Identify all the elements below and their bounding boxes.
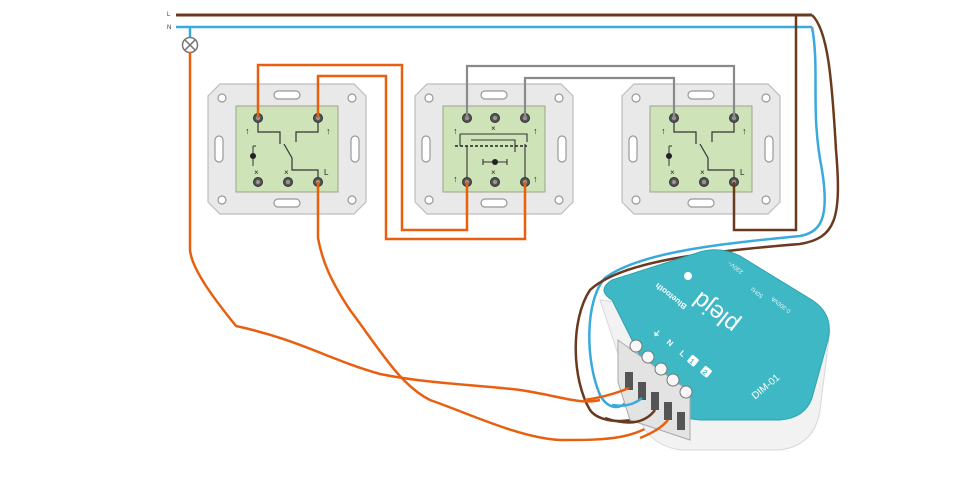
terminal-mark: × bbox=[670, 168, 675, 177]
live-to-right-switch bbox=[732, 15, 798, 232]
lamp-cross-b bbox=[184, 39, 196, 51]
traveler-wire bbox=[465, 64, 736, 118]
terminal-mark: × bbox=[254, 168, 259, 177]
wire-end-switch bbox=[639, 419, 669, 440]
terminal-slot bbox=[625, 372, 633, 390]
terminal-label-1: 1 bbox=[688, 358, 696, 366]
traveler-wire bbox=[523, 76, 676, 118]
terminal-screw bbox=[666, 373, 680, 387]
terminal-screw bbox=[669, 177, 679, 187]
terminal-screw bbox=[283, 177, 293, 187]
terminal-screw bbox=[699, 177, 709, 187]
terminal-badge-1 bbox=[687, 354, 699, 367]
lamp-to-module bbox=[188, 52, 601, 403]
two-way-switch-right: ↑ ↑ × × L bbox=[621, 83, 781, 215]
bus: L N bbox=[167, 12, 812, 31]
terminal-mark: ↑ bbox=[326, 126, 331, 136]
terminal-screw bbox=[679, 385, 693, 399]
bluetooth-icon bbox=[684, 272, 692, 280]
terminal-screw bbox=[641, 350, 655, 364]
terminal-screw bbox=[654, 362, 668, 376]
terminal-slot bbox=[664, 402, 672, 420]
terminal-mark: ↑ bbox=[453, 126, 458, 136]
indicator-lead bbox=[252, 145, 256, 166]
traveler-wire bbox=[316, 74, 527, 241]
neutral-bus-label: N bbox=[167, 25, 171, 31]
switch-to-module bbox=[316, 182, 669, 442]
switch-schematic bbox=[257, 122, 319, 178]
terminal-wire-ends bbox=[584, 386, 669, 440]
terminal-mark: × bbox=[491, 124, 496, 133]
terminal-mark: L bbox=[324, 168, 329, 177]
terminal-screw bbox=[490, 177, 500, 187]
terminal-mark: ↑ bbox=[661, 126, 666, 136]
terminal-mark: ↑ bbox=[742, 126, 747, 136]
terminal-labels: ⏚ N L 1 2 bbox=[651, 328, 712, 378]
terminal-mark: × bbox=[700, 168, 705, 177]
terminal-mark: × bbox=[491, 168, 496, 177]
terminal-screw bbox=[629, 339, 643, 353]
terminal-label-l: L bbox=[678, 349, 688, 359]
terminal-screw bbox=[490, 113, 500, 123]
terminal-slots bbox=[625, 372, 685, 430]
neutral-to-module bbox=[588, 26, 826, 409]
switch-schematic bbox=[459, 133, 528, 178]
terminal-screws bbox=[629, 339, 693, 399]
terminal-mark: ↑ bbox=[245, 126, 250, 136]
terminal-screw bbox=[253, 177, 263, 187]
traveler-wires-left bbox=[256, 63, 527, 241]
two-way-switch-left: ↑ ↑ × × L bbox=[207, 83, 367, 215]
switch-plate bbox=[621, 83, 781, 215]
terminal-mark: L bbox=[740, 168, 745, 177]
switch-schematic bbox=[673, 122, 735, 178]
wire-end-neutral bbox=[611, 397, 643, 407]
indicator-lamp-icon bbox=[250, 153, 256, 159]
plejd-dim-01-module: ⏚ N L 1 2 Bluetooth 230V~ 50Hz 0-300VA p… bbox=[599, 249, 831, 451]
indicator-dot bbox=[492, 159, 498, 165]
terminal-label-n: N bbox=[665, 338, 675, 349]
terminal-badge-2 bbox=[700, 365, 712, 378]
terminal-label-2: 2 bbox=[701, 369, 709, 377]
indicator-lead bbox=[668, 145, 672, 166]
terminal-mark: ↑ bbox=[533, 126, 538, 136]
traveler-wires-right bbox=[465, 64, 736, 118]
intermediate-switch: ↑ × ↑ ↑ × ↑ bbox=[414, 83, 574, 215]
lamp bbox=[181, 27, 199, 54]
terminal-slot bbox=[677, 412, 685, 430]
terminal-slot bbox=[651, 392, 659, 410]
terminal-label-earth: ⏚ bbox=[651, 328, 663, 340]
switch-plate bbox=[414, 83, 574, 215]
traveler-wire bbox=[256, 63, 469, 232]
terminal-slot bbox=[638, 382, 646, 400]
indicator-lamp-icon bbox=[666, 153, 672, 159]
terminal-mark: ↑ bbox=[533, 174, 538, 184]
live-bus-label: L bbox=[167, 12, 171, 18]
terminal-mark: × bbox=[284, 168, 289, 177]
wire-end-lamp bbox=[584, 386, 630, 402]
wire-end-live bbox=[604, 409, 656, 424]
terminal-mark: ↑ bbox=[453, 174, 458, 184]
